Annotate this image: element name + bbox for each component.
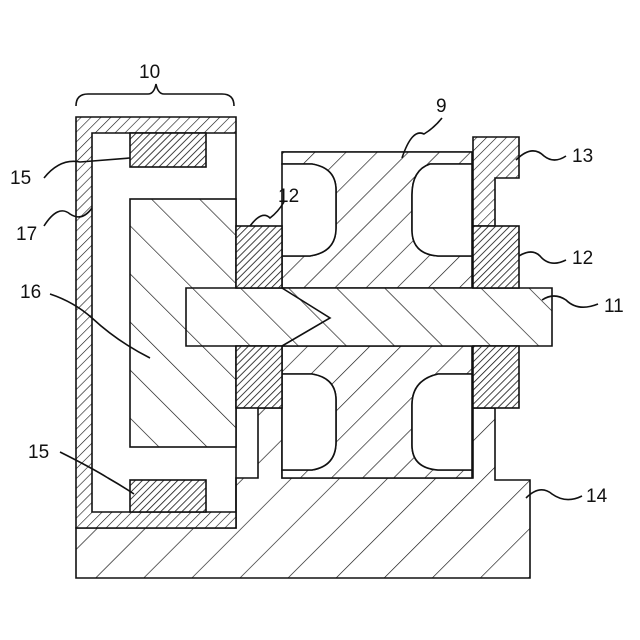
label-15-top: 15: [10, 168, 31, 189]
bearing-cup-upper-left: [282, 164, 336, 256]
label-17: 17: [16, 224, 37, 245]
shaft-11: [186, 288, 552, 346]
leader-14: [526, 490, 582, 500]
magnet-15-top: [130, 133, 206, 167]
leader-15-bottom: [60, 452, 134, 494]
label-12-top: 12: [278, 186, 299, 207]
bearing-cup-lower-left: [282, 374, 336, 470]
brace-10: [76, 84, 234, 106]
label-10: 10: [139, 62, 160, 83]
label-15-bottom: 15: [28, 442, 49, 463]
bearing-cup-lower-right: [412, 374, 472, 470]
label-11: 11: [604, 296, 624, 317]
magnet-15-bottom: [130, 480, 206, 512]
label-9: 9: [436, 96, 447, 117]
bearing-cup-upper-right: [412, 164, 472, 256]
leader-13: [516, 151, 566, 160]
label-16: 16: [20, 282, 41, 303]
label-12-right: 12: [572, 248, 593, 269]
bushing-12-left-lower: [236, 346, 282, 408]
leader-12-right: [519, 252, 566, 263]
bushing-12-left-upper: [236, 226, 282, 288]
label-13: 13: [572, 146, 593, 167]
bracket-13: [473, 137, 519, 226]
bushing-12-right-lower: [473, 346, 519, 408]
label-14: 14: [586, 486, 608, 507]
bushing-12-right-upper: [473, 226, 519, 288]
